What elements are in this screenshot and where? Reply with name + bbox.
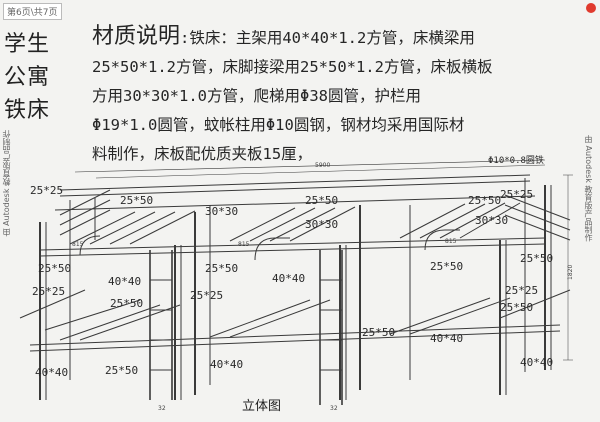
label-rod: Φ10*0.8圆铁	[488, 154, 544, 166]
label-30x30-c: 30*30	[475, 214, 508, 227]
label-25x50-f: 25*50	[430, 260, 463, 273]
label-25x25-c: 25*25	[32, 285, 65, 298]
side-title: 学生 公寓 铁床	[4, 28, 50, 127]
label-25x25-d: 25*25	[190, 289, 223, 302]
bed-frame	[19, 159, 573, 405]
spec-line-1: :铁床：主架用40*40*1.2方管，床横梁用	[180, 29, 475, 47]
side-title-line-3: 铁床	[4, 98, 51, 123]
label-40x40-b: 40*40	[272, 272, 305, 285]
label-25x50-j: 25*50	[500, 301, 533, 314]
label-25x50-c: 25*50	[468, 194, 501, 207]
label-40x40-f: 40*40	[35, 366, 68, 379]
watermark-right: 由 Autodesk 教育版产品制作	[584, 135, 593, 242]
label-25x25-a: 25*25	[30, 184, 63, 197]
label-25x25-e: 25*25	[505, 284, 538, 297]
label-25x50-g: 25*50	[520, 252, 553, 265]
label-25x50-d: 25*50	[38, 262, 71, 275]
material-spec: 材质说明:铁床：主架用40*40*1.2方管，床横梁用 25*50*1.2方管，…	[92, 22, 597, 169]
spec-title: 材质说明	[92, 24, 181, 49]
label-815-a: 815	[72, 241, 84, 248]
side-title-line-1: 学生	[4, 32, 51, 57]
label-height: 1820	[567, 265, 574, 280]
label-32-a: 32	[158, 405, 166, 412]
label-40x40-c: 40*40	[430, 332, 463, 345]
spec-line-3: 方用30*30*1.0方管，爬梯用Φ38圆管，护栏用	[92, 87, 421, 105]
label-25x50-i: 25*50	[362, 326, 395, 339]
label-25x25-b: 25*25	[500, 188, 533, 201]
spec-line-4: Φ19*1.0圆管，蚊帐柱用Φ10圆钢，钢材均采用国际材	[92, 116, 465, 134]
label-40x40-d: 40*40	[520, 356, 553, 369]
status-dot	[586, 3, 596, 13]
label-30x30-a: 30*30	[205, 205, 238, 218]
label-25x50-k: 25*50	[105, 364, 138, 377]
label-40x40-a: 40*40	[108, 275, 141, 288]
label-25x50-h: 25*50	[110, 297, 143, 310]
label-32-b: 32	[330, 405, 338, 412]
label-815-c: 815	[445, 238, 457, 245]
side-title-line-2: 公寓	[4, 65, 51, 90]
label-25x50-b: 25*50	[305, 194, 338, 207]
page-indicator: 第6页\共7页	[3, 3, 62, 20]
label-815-b: 815	[238, 241, 250, 248]
drawing-caption: 立体图	[242, 399, 281, 414]
label-total-length: 5900	[315, 162, 330, 169]
label-40x40-e: 40*40	[210, 358, 243, 371]
label-25x50-e: 25*50	[205, 262, 238, 275]
spec-line-2: 25*50*1.2方管，床脚接梁用25*50*1.2方管，床板横板	[92, 58, 493, 76]
label-30x30-b: 30*30	[305, 218, 338, 231]
label-25x50-a: 25*50	[120, 194, 153, 207]
spec-line-5: 料制作，床板配优质夹板15厘，	[92, 145, 313, 163]
